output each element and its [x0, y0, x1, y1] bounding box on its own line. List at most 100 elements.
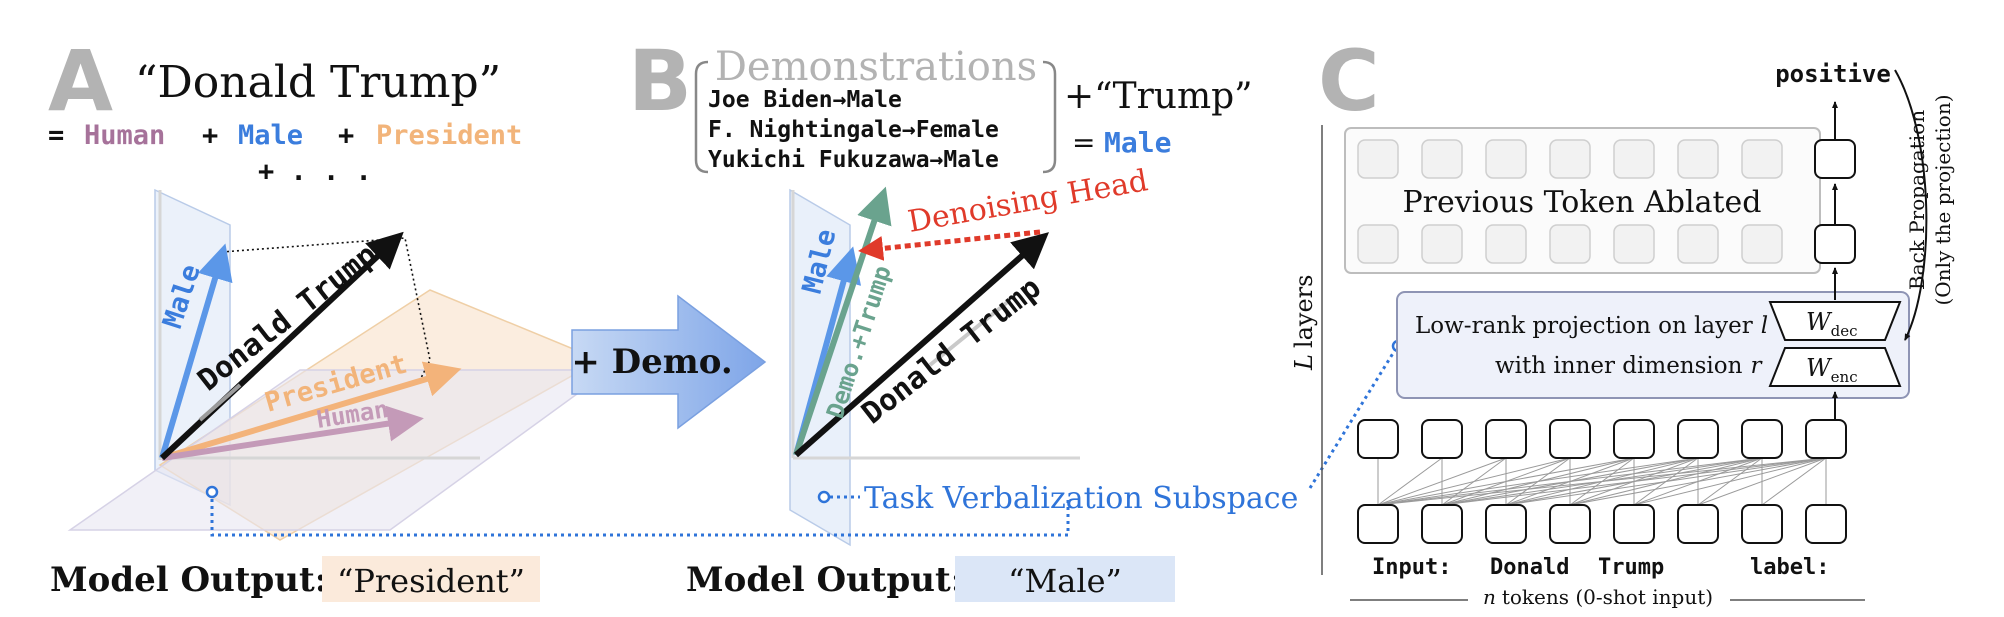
subspace-connector — [210, 492, 1070, 537]
result-male: Male — [1104, 126, 1171, 159]
panel-b-output-value: “Male” — [1008, 562, 1122, 600]
attention-edge — [1441, 457, 1827, 506]
token-nodes — [1357, 419, 1847, 544]
top-node-2 — [1814, 224, 1856, 264]
subspace-dot-b — [817, 490, 831, 504]
attention-edge — [1377, 457, 1571, 506]
panel-a-output-value: “President” — [337, 562, 525, 600]
tokens-text: tokens (0-shot input) — [1502, 585, 1713, 609]
lowrank-line-1: Low-rank projection on layer l — [1415, 313, 1768, 339]
panel-c-letter: C — [1318, 32, 1380, 130]
demo-brace-left — [694, 60, 709, 174]
input-token-node — [1357, 504, 1399, 544]
eq-more: + . . . — [258, 156, 372, 187]
ablated-tile — [1421, 224, 1463, 264]
hidden-token-node — [1677, 419, 1719, 459]
attention-edge — [1633, 457, 1827, 506]
ablated-tile — [1549, 139, 1591, 179]
attention-edge — [1377, 457, 1443, 506]
panel-a-letter: A — [48, 32, 113, 130]
attention-edge — [1377, 457, 1763, 506]
backprop-line-2: (Only the projection) — [1931, 94, 1955, 305]
eq-president: President — [376, 120, 522, 151]
input-token-1: Input: — [1372, 555, 1451, 580]
ablated-tile — [1549, 224, 1591, 264]
ablated-tiles — [1357, 139, 1783, 264]
result-eq: = — [1072, 126, 1095, 159]
vector-president — [161, 361, 462, 461]
layers-text: layers — [1290, 275, 1318, 349]
demos-title: Demonstrations — [715, 44, 1037, 90]
lowrank-line-1-var: l — [1761, 313, 1768, 339]
lowrank-line-1-prefix: Low-rank projection on layer — [1415, 313, 1753, 339]
ablated-tile — [1677, 224, 1719, 264]
top-node-1 — [1814, 139, 1856, 179]
eq-male: Male — [238, 120, 303, 151]
hidden-token-node — [1357, 419, 1399, 459]
lowrank-line-2-prefix: with inner dimension — [1495, 353, 1743, 379]
ablated-tile — [1741, 139, 1783, 179]
backprop-line-1: Back Propagation — [1905, 110, 1929, 290]
input-token-node — [1485, 504, 1527, 544]
token-connections — [1377, 457, 1827, 506]
subspace-dot-a — [205, 485, 219, 499]
input-token-node — [1677, 504, 1719, 544]
subspace-connector-c — [1308, 349, 1397, 489]
demo-arrow-label: + Demo. — [571, 342, 732, 382]
attention-edge — [1505, 457, 1827, 506]
label-denoising-head: Denoising Head — [905, 163, 1150, 240]
w-enc-shape — [1768, 347, 1902, 387]
input-token-node — [1549, 504, 1591, 544]
input-token-node — [1421, 504, 1463, 544]
lowrank-line-2-var: r — [1750, 353, 1763, 379]
layers-label: Llayers — [1290, 275, 1318, 371]
panel-b-output-box — [955, 556, 1175, 602]
eq-plus-2: + — [338, 120, 354, 151]
demo-arrow: + Demo. — [571, 294, 767, 430]
panel-b-letter: B — [628, 32, 692, 130]
attention-edge — [1377, 457, 1507, 506]
vector-male — [159, 243, 233, 459]
projection-lines — [221, 237, 431, 381]
panel-a: A “Donald Trump” = Human + Male + Presid… — [48, 32, 613, 602]
attention-edge — [1377, 457, 1635, 506]
attention-edge — [1377, 457, 1827, 506]
attention-edge — [1377, 457, 1699, 506]
ablated-tile — [1485, 224, 1527, 264]
input-token-node — [1613, 504, 1655, 544]
lowrank-line-2: with inner dimension r — [1495, 353, 1763, 379]
eq-plus-1: + — [202, 120, 218, 151]
ablated-tile — [1357, 139, 1399, 179]
input-token-4: label: — [1750, 555, 1829, 580]
hidden-token-node — [1421, 419, 1463, 459]
hidden-token-node — [1805, 419, 1847, 459]
attention-edge — [1697, 457, 1827, 506]
hidden-token-node — [1741, 419, 1783, 459]
w-dec-label: Wdec — [1806, 308, 1858, 340]
ablated-tile — [1485, 139, 1527, 179]
panel-c: C positive Llayers Previous Token Ablate… — [1290, 32, 1955, 609]
ablated-tile — [1677, 139, 1719, 179]
denoise-arrow — [858, 229, 1041, 261]
vector-trump-shadow — [198, 383, 242, 422]
demo-arrow-shape — [571, 294, 767, 430]
hidden-token-node — [1549, 419, 1591, 459]
subspace-label: Task Verbalization Subspace — [864, 481, 1298, 516]
attention-edge — [1761, 457, 1827, 506]
w-enc-label: Wenc — [1806, 354, 1858, 386]
panel-a-equation: = Human + Male + President + . . . — [48, 120, 522, 187]
ablated-tile — [1357, 224, 1399, 264]
demo-line-3: Yukichi Fukuzawa→Male — [708, 147, 999, 173]
panel-a-title: “Donald Trump” — [135, 57, 501, 108]
input-token-3: Trump — [1598, 555, 1664, 580]
tokens-var: n — [1483, 585, 1496, 609]
input-token-node — [1805, 504, 1847, 544]
ablated-tile — [1613, 224, 1655, 264]
ablated-tile — [1741, 224, 1783, 264]
vector-trump — [159, 231, 404, 461]
demo-line-1: Joe Biden→Male — [708, 87, 902, 113]
eq-sign: = — [48, 120, 64, 151]
input-token-2: Donald — [1490, 555, 1569, 580]
